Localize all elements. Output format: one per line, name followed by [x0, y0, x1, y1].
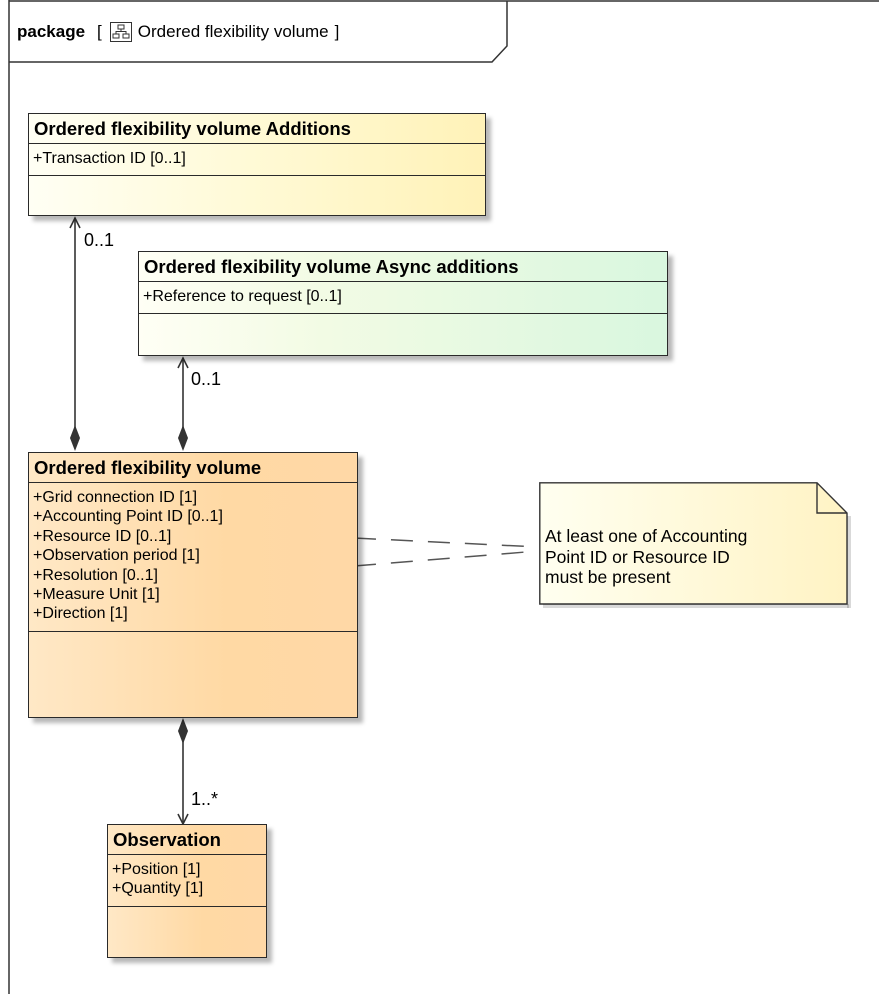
multiplicity-additions: 0..1: [84, 230, 115, 250]
attribute-list: +Transaction ID [0..1]: [29, 144, 485, 177]
composition-diamond: [178, 425, 188, 451]
operations-compartment: [139, 314, 667, 328]
attribute: +Transaction ID [0..1]: [33, 150, 186, 167]
class-name: Ordered flexibility volume Async additio…: [139, 252, 667, 282]
operations-compartment: [29, 176, 485, 190]
attribute: +Position [1]: [112, 861, 201, 878]
operations-compartment: [108, 907, 266, 921]
attribute-list: +Reference to request [0..1]: [139, 282, 667, 315]
attribute: +Resolution [0..1]: [33, 566, 158, 584]
attribute: +Accounting Point ID [0..1]: [33, 508, 223, 526]
attribute-list: +Position [1] +Quantity [1]: [108, 855, 266, 907]
package-name: Ordered flexibility volume: [137, 22, 329, 41]
attribute: +Measure Unit [1]: [33, 586, 160, 604]
attribute: +Grid connection ID [1]: [33, 489, 198, 506]
class-async-additions[interactable]: Ordered flexibility volume Async additio…: [138, 251, 668, 356]
attribute: +Direction [1]: [33, 605, 128, 623]
operations-compartment: [29, 632, 357, 647]
close-bracket: ]: [334, 22, 340, 41]
note-shape: [539, 482, 851, 608]
attribute: +Quantity [1]: [112, 880, 204, 898]
class-additions[interactable]: Ordered flexibility volume Additions +Tr…: [28, 113, 486, 216]
open-bracket: [: [97, 22, 102, 41]
note-text: At least one of Accounting Point ID or R…: [545, 526, 748, 587]
multiplicity-async-additions: 0..1: [191, 369, 222, 389]
attribute: +Resource ID [0..1]: [33, 527, 172, 545]
constraint-note[interactable]: At least one of Accounting Point ID or R…: [539, 482, 852, 610]
composition-diamond: [70, 425, 80, 451]
package-keyword: package: [17, 22, 86, 41]
composition-diamond: [178, 718, 188, 744]
package-diagram-icon: [109, 22, 132, 42]
attribute: +Reference to request [0..1]: [143, 288, 342, 305]
multiplicity-observation: 1..*: [191, 789, 219, 809]
attribute-list: +Grid connection ID [1] +Accounting Poin…: [29, 483, 357, 632]
class-name: Observation: [108, 825, 266, 855]
class-observation[interactable]: Observation +Position [1] +Quantity [1]: [107, 824, 267, 958]
class-ordered-flexibility-volume[interactable]: Ordered flexibility volume +Grid connect…: [28, 452, 358, 718]
class-name: Ordered flexibility volume: [29, 453, 357, 483]
class-name: Ordered flexibility volume Additions: [29, 114, 485, 144]
attribute: +Observation period [1]: [33, 547, 200, 565]
package-header: package [ Ordered flexibility volume ]: [17, 22, 343, 42]
